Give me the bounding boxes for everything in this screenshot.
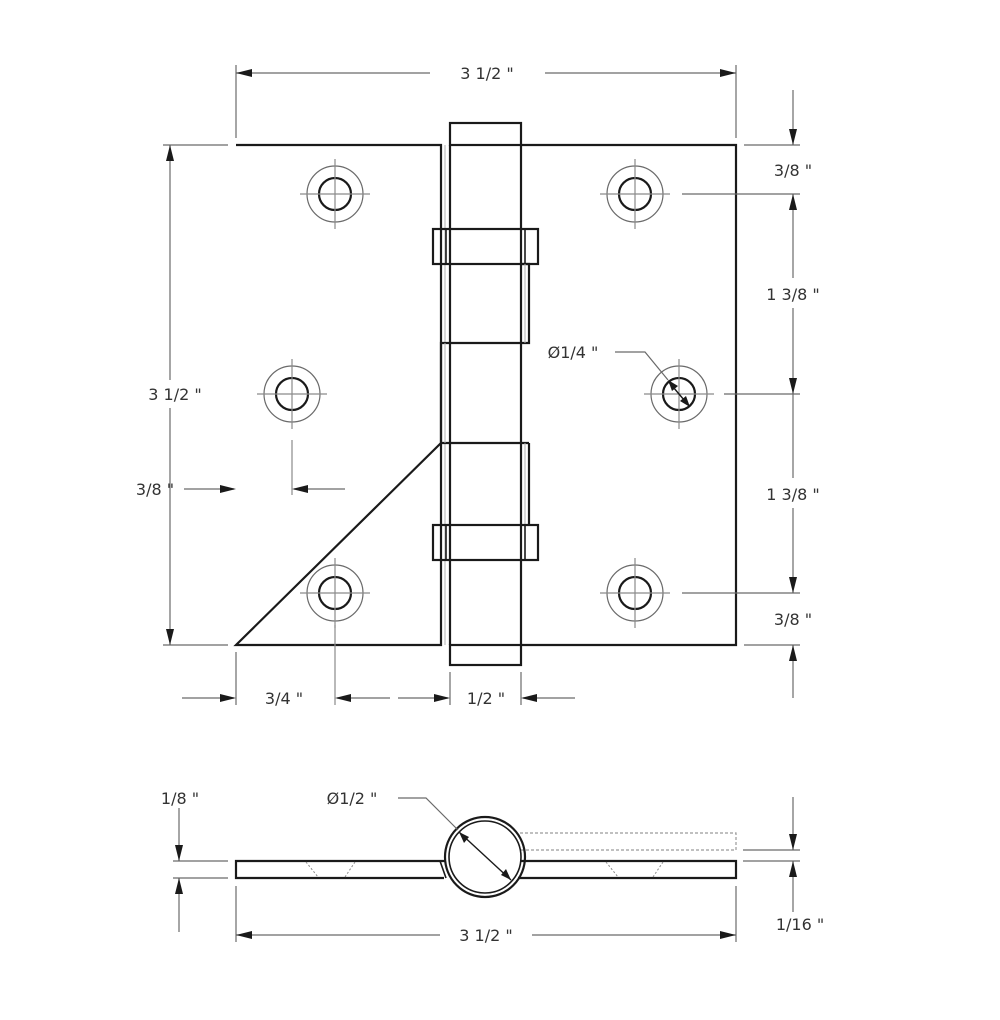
label-hole-spacing-lower: 1 3/8 ": [766, 485, 819, 504]
dimension-leaf-width: 3 1/2 ": [235, 886, 737, 945]
dimension-overall-height: 3 1/2 ": [148, 144, 228, 646]
screw-hole-left-middle: [257, 359, 327, 429]
left-leaf-outline: [233, 143, 443, 647]
screw-hole-left-bottom: [300, 558, 370, 628]
hidden-open-leaf: [520, 832, 737, 851]
dimension-overall-width: 3 1/2 ": [235, 64, 737, 138]
label-leaf-width: 3 1/2 ": [459, 926, 512, 945]
label-top-hole-offset: 3/8 ": [774, 161, 812, 180]
dimension-hole-diameter: Ø1/4 ": [548, 343, 691, 408]
dimension-knuckle-offset: 1/8 ": [161, 789, 228, 932]
label-pin-diameter: Ø1/2 ": [327, 789, 378, 808]
label-middle-hole-edge-offset: 3/8 ": [136, 480, 174, 499]
dimension-bottom-row: 3/4 " 1/2 ": [182, 625, 575, 708]
label-hole-column-offset: 3/4 ": [265, 689, 303, 708]
screw-hole-right-top: [600, 159, 670, 229]
side-left-leaf: [234, 859, 446, 880]
label-overall-height: 3 1/2 ": [148, 385, 201, 404]
dimension-right-stack: 3/8 " 1 3/8 " 1 3/8 " 3/8 ": [682, 90, 820, 698]
pin-barrel-inner: [448, 820, 522, 894]
dimension-middle-hole-edge-offset: 3/8 ": [136, 440, 345, 499]
label-knuckle-width: 1/2 ": [467, 689, 505, 708]
dimension-leaf-thickness: 1/16 ": [743, 797, 824, 934]
hinge-knuckle: [431, 121, 540, 667]
label-overall-width: 3 1/2 ": [460, 64, 513, 83]
label-leaf-thickness: 1/16 ": [776, 915, 824, 934]
screw-hole-right-bottom: [600, 558, 670, 628]
label-bottom-hole-offset: 3/8 ": [774, 610, 812, 629]
side-right-leaf: [518, 859, 738, 880]
front-view: 3 1/2 " 3 1/2 " 3/8 ": [136, 64, 820, 708]
side-view: Ø1/2 " 1/8 " 1/16 ": [161, 789, 824, 945]
label-knuckle-offset: 1/8 ": [161, 789, 199, 808]
label-hole-diameter: Ø1/4 ": [548, 343, 599, 362]
right-leaf-outline: [521, 143, 738, 647]
dimension-pin-diameter: Ø1/2 ": [327, 789, 512, 881]
screw-hole-left-top: [300, 159, 370, 229]
pin-barrel-outer: [443, 815, 527, 899]
label-hole-spacing-upper: 1 3/8 ": [766, 285, 819, 304]
